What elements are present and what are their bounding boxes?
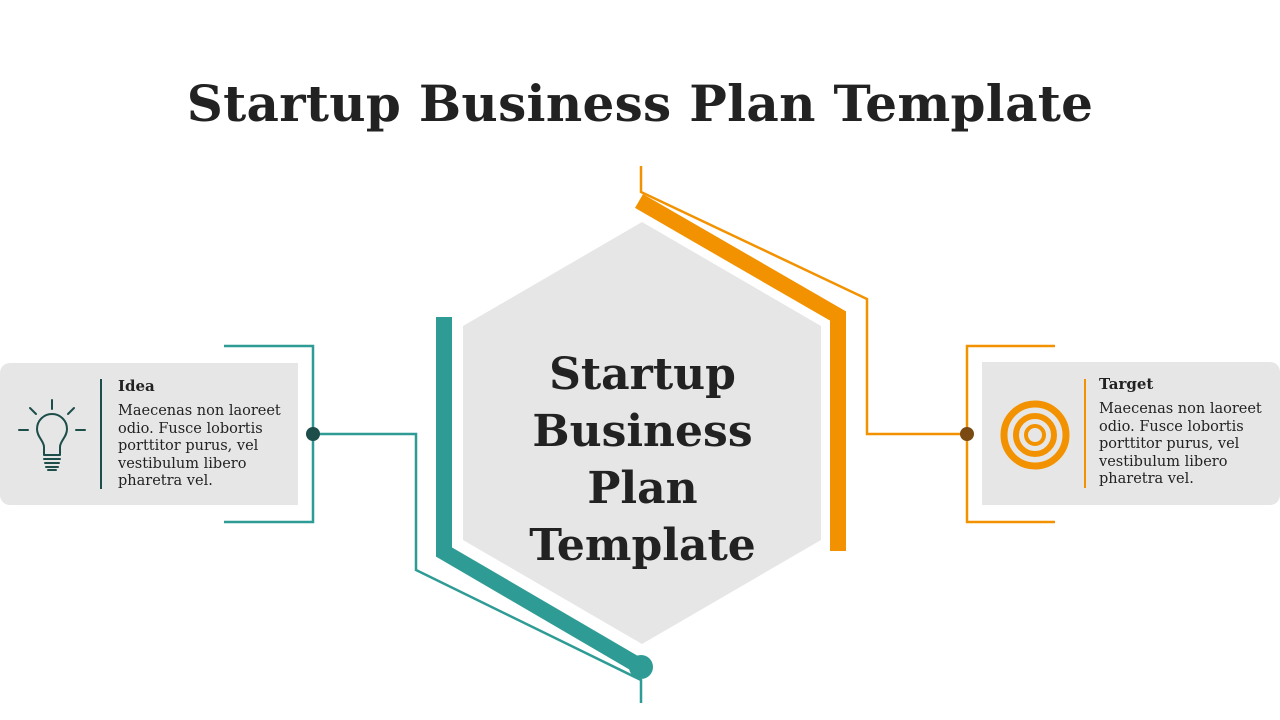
idea-card: Idea Maecenas non laoreet odio. Fusce lo…	[0, 363, 298, 505]
teal-thin-frame	[313, 432, 643, 703]
orange-thick-frame	[634, 194, 846, 551]
center-line-2: Business Plan	[532, 406, 753, 514]
target-card: Target Maecenas non laoreet odio. Fusce …	[982, 362, 1280, 505]
target-icon	[1000, 400, 1070, 470]
center-label: Startup Business Plan Template	[470, 346, 815, 574]
center-hexagon	[463, 222, 821, 644]
right-connector-dot	[960, 427, 974, 441]
idea-title: Idea	[118, 377, 155, 395]
teal-thick-frame	[436, 317, 646, 674]
target-title: Target	[1099, 375, 1154, 393]
lightbulb-icon	[18, 399, 86, 471]
target-text: Maecenas non laoreet odio. Fusce loborti…	[1099, 401, 1262, 487]
slide-title: Startup Business Plan Template	[186, 74, 1094, 133]
center-line-3: Template	[529, 520, 756, 571]
center-line-1: Startup	[549, 349, 736, 400]
teal-end-dot	[629, 655, 653, 679]
left-connector-dot	[306, 427, 320, 441]
idea-text: Maecenas non laoreet odio. Fusce loborti…	[118, 403, 281, 489]
target-divider	[1084, 379, 1086, 488]
orange-thin-frame	[639, 166, 967, 436]
idea-divider	[100, 379, 102, 489]
